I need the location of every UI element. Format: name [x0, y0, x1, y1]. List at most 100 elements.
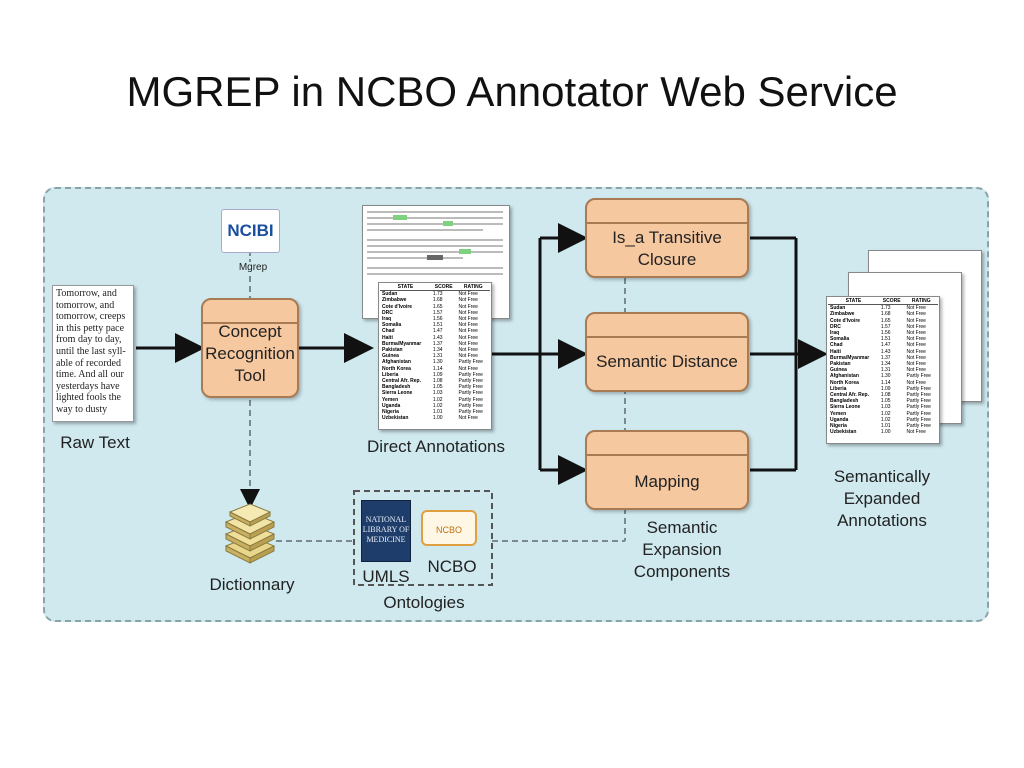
table-cell: 1.09 [880, 385, 891, 392]
mgrep-label: Mgrep [238, 262, 268, 273]
table-cell: Not Free [906, 317, 926, 324]
table-cell: 1.65 [432, 303, 443, 310]
table-cell: Afghanistan [830, 373, 859, 380]
ncibi-logo: NCIBI [221, 209, 280, 253]
table-cell: Not Free [458, 291, 478, 298]
table-cell: 1.47 [880, 342, 891, 349]
table-cell: Yemen [830, 410, 847, 417]
table-header: SCORE [430, 284, 457, 292]
table-cell: Somalia [830, 336, 850, 343]
dictionary-label: Dictionnary [209, 575, 295, 594]
expanded-line2: Expanded [843, 489, 921, 508]
table-row: Iraq 1.56 Not Free [828, 330, 938, 336]
table-cell: DRC [830, 323, 841, 330]
table-cell: Not Free [906, 336, 926, 343]
table-cell: Not Free [906, 348, 926, 355]
table-header: RATING [456, 284, 490, 292]
table-cell: Uganda [830, 416, 849, 423]
table-cell: 1.05 [432, 384, 443, 391]
table-cell: Partly Free [458, 384, 483, 391]
table-cell: Iraq [830, 330, 840, 337]
table-cell: 1.31 [432, 353, 443, 360]
text-lines-graphic [367, 211, 503, 275]
table-cell: Partly Free [906, 398, 931, 405]
semantic-distance-box: Semantic Distance [585, 312, 749, 392]
table-cell: North Korea [830, 379, 859, 386]
table-cell: Not Free [906, 311, 926, 318]
table-cell: Not Free [458, 347, 478, 354]
concept-tool-line2: Recognition [205, 344, 295, 363]
table-header: STATE [380, 284, 431, 292]
mapping-box: Mapping [585, 430, 749, 510]
table-cell: Cote d'Ivoire [382, 303, 413, 310]
table-cell: Not Free [906, 361, 926, 368]
table-cell: Partly Free [906, 416, 931, 423]
table-cell: Partly Free [458, 396, 483, 403]
box-header [587, 432, 747, 456]
table-cell: Partly Free [458, 371, 483, 378]
table-cell: 1.37 [880, 354, 891, 361]
table-cell: Liberia [830, 385, 847, 392]
table-header: SCORE [878, 298, 905, 306]
table-cell: 1.03 [432, 390, 443, 397]
semantic-expansion-line1: Semantic [646, 518, 718, 537]
transitive-line2: Closure [637, 250, 697, 269]
table-row: Burma/Myanmar 1.37 Not Free [380, 341, 490, 347]
table-row: Yemen 1.02 Partly Free [828, 411, 938, 417]
transitive-closure-box: Is_a Transitive Closure [585, 198, 749, 278]
raw-text-document: Tomorrow, and tomorrow, and tomorrow, cr… [52, 285, 134, 422]
table-cell: Guinea [830, 367, 847, 374]
table-cell: 1.65 [880, 317, 891, 324]
table-cell: Central Afr. Rep. [830, 392, 869, 399]
table-cell: 1.03 [880, 404, 891, 411]
table-cell: Uganda [382, 402, 401, 409]
table-cell: 1.37 [432, 340, 443, 347]
table-header: RATING [904, 298, 938, 306]
table-cell: Nigeria [382, 409, 399, 416]
table-cell: 1.30 [432, 359, 443, 366]
table-cell: Chad [382, 328, 395, 335]
table-cell: Burma/Myanmar [830, 354, 870, 361]
mapping-text: Mapping [634, 472, 700, 491]
table-cell: Not Free [906, 330, 926, 337]
table-cell: Burma/Myanmar [382, 340, 422, 347]
ontologies-group-border [353, 490, 493, 586]
table-cell: 1.43 [432, 334, 443, 341]
table-cell: 1.14 [880, 379, 891, 386]
table-cell: Partly Free [458, 390, 483, 397]
table-cell: 1.02 [880, 410, 891, 417]
table-cell: 1.08 [880, 392, 891, 399]
table-cell: North Korea [382, 365, 411, 372]
raw-text-label: Raw Text [60, 433, 130, 452]
table-cell: Sudan [830, 305, 846, 312]
table-cell: Not Free [458, 340, 478, 347]
table-cell: Not Free [458, 353, 478, 360]
table-cell: Not Free [906, 305, 926, 312]
table-row: Bangladesh 1.05 Partly Free [380, 384, 490, 390]
table-cell: Not Free [458, 303, 478, 310]
table-cell: Nigeria [830, 423, 847, 430]
table-cell: 1.73 [432, 291, 443, 298]
table-cell: Partly Free [906, 410, 931, 417]
table-cell: Bangladesh [382, 384, 411, 391]
table-cell: Uzbekistan [382, 415, 409, 422]
table-cell: Partly Free [906, 392, 931, 399]
table-cell: 1.56 [880, 330, 891, 337]
table-cell: Uzbekistan [830, 429, 857, 436]
